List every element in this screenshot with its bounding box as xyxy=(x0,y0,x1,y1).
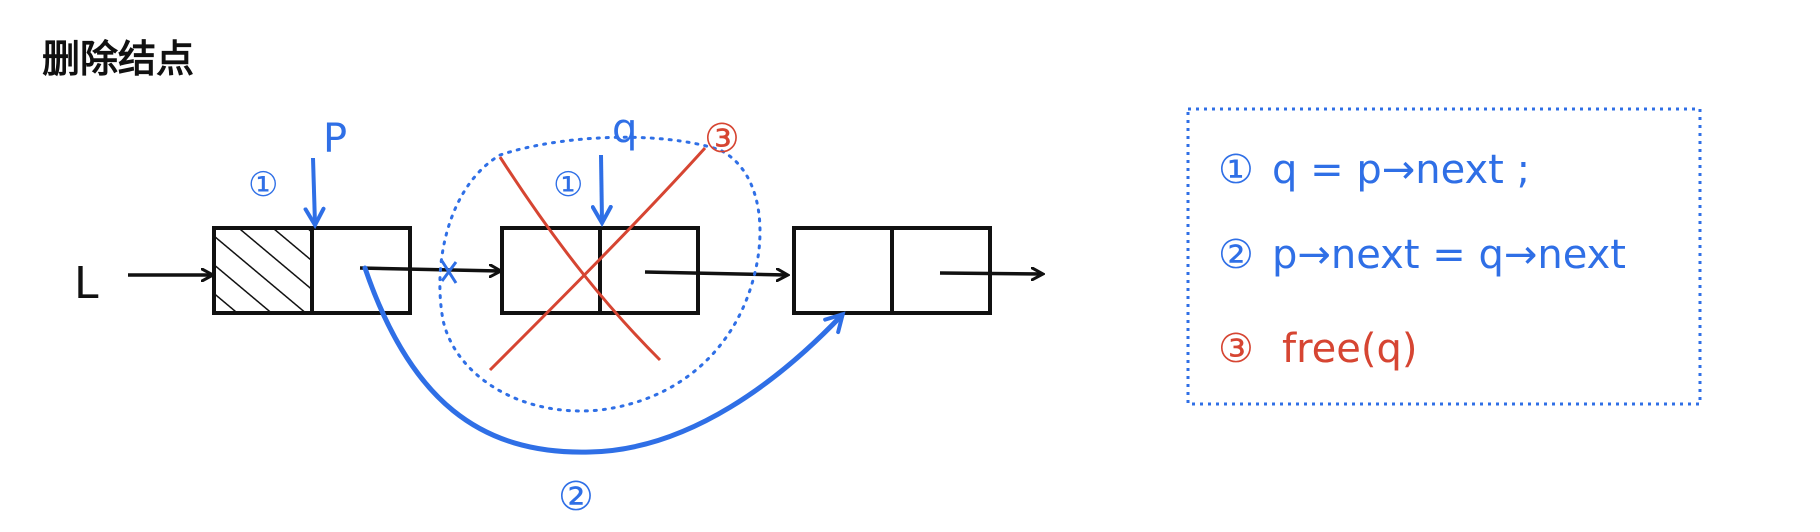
node-1-data-hatched xyxy=(214,228,311,313)
code-step-1-text: q = p→next ; xyxy=(1272,147,1530,193)
pointer-q-label: q xyxy=(612,106,637,152)
step2-marker: ② xyxy=(558,474,594,520)
code-step-3-text: free(q) xyxy=(1282,326,1417,372)
cut-mark-icon xyxy=(440,260,458,284)
code-steps-box xyxy=(1186,107,1702,406)
step1-marker-p: ① xyxy=(248,165,278,205)
pointer-p-arrow xyxy=(313,157,315,224)
pointer-p-label: P xyxy=(323,116,347,162)
code-step-2-marker: ② xyxy=(1218,232,1254,278)
relink-arrow-p-to-node3 xyxy=(362,265,842,455)
delete-cross-stroke-2 xyxy=(488,146,707,372)
old-next-arrow-node1-to-node2 xyxy=(359,268,500,271)
code-step-3-marker: ③ xyxy=(1218,326,1254,372)
pointer-q-arrow xyxy=(601,154,602,222)
code-step-2: ② p→next = q→next xyxy=(1218,232,1626,278)
next-arrow-node2-to-node3 xyxy=(644,272,787,275)
node-2 xyxy=(500,226,700,315)
code-step-1: ① q = p→next ; xyxy=(1218,147,1530,193)
step3-marker: ③ xyxy=(704,116,740,162)
next-arrow-node3-out xyxy=(939,273,1042,274)
node-3 xyxy=(792,226,992,315)
diagram-title: 删除结点 xyxy=(42,37,194,81)
q-node-dotted-circle xyxy=(438,135,762,413)
code-step-2-text: p→next = q→next xyxy=(1272,232,1626,278)
head-label-L: L xyxy=(74,258,99,309)
step1-marker-q: ① xyxy=(553,165,583,205)
node-1 xyxy=(212,226,412,315)
code-step-3: ③ free(q) xyxy=(1218,326,1417,372)
code-step-1-marker: ① xyxy=(1218,147,1254,193)
